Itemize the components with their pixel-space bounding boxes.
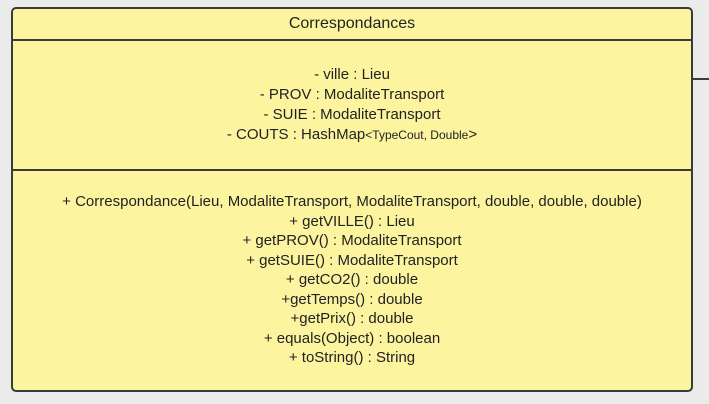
attribute-suie: - SUIE : ModaliteTransport	[263, 106, 441, 123]
class-name: Correspondances	[13, 9, 691, 41]
operation-constructor: + Correspondance(Lieu, ModaliteTransport…	[62, 193, 642, 210]
attribute-couts-generic: <TypeCout, Double	[365, 128, 469, 142]
association-connector	[693, 78, 709, 80]
operation-getprix: +getPrix() : double	[290, 310, 414, 327]
attribute-couts: - COUTS : HashMap<TypeCout, Double>	[227, 125, 477, 145]
uml-class-correspondances[interactable]: Correspondances - ville : Lieu - PROV : …	[11, 7, 693, 392]
attribute-ville: - ville : Lieu	[314, 66, 390, 83]
operation-getprov: + getPROV() : ModaliteTransport	[242, 232, 462, 249]
operation-equals: + equals(Object) : boolean	[263, 329, 441, 347]
operation-gettemps: +getTemps() : double	[281, 290, 423, 308]
operation-getco2: + getCO2() : double	[285, 271, 419, 288]
operations-compartment: + Correspondance(Lieu, ModaliteTransport…	[13, 171, 691, 390]
operation-getville: + getVILLE() : Lieu	[289, 212, 415, 230]
operation-tostring: + toString() : String	[288, 349, 416, 366]
operation-getsuie: + getSUIE() : ModaliteTransport	[246, 251, 458, 269]
attribute-prov: - PROV : ModaliteTransport	[259, 86, 445, 103]
attribute-couts-prefix: - COUTS : HashMap	[226, 126, 366, 143]
attributes-compartment: - ville : Lieu - PROV : ModaliteTranspor…	[13, 41, 691, 171]
attribute-couts-suffix: >	[468, 126, 478, 143]
